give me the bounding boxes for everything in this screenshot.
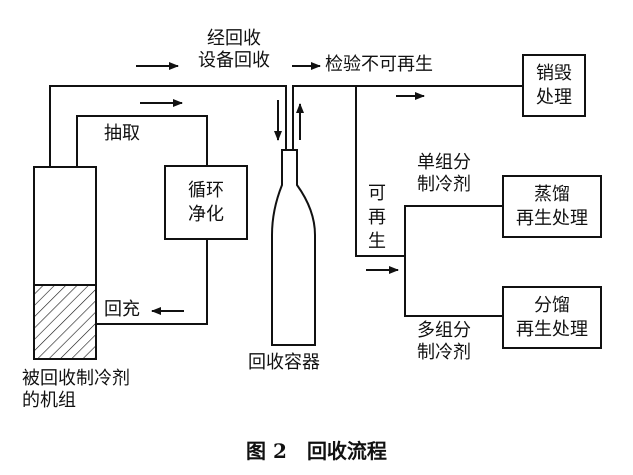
renewable-line [355,86,405,257]
distill-box: 蒸馏 再生处理 [502,175,602,238]
figure-number: 图 2 [246,439,287,463]
destroy-box: 销毁 处理 [522,54,586,117]
split-line [404,205,502,256]
multi-component-label: 多组分 制冷剂 [417,320,471,363]
extract-label: 抽取 [104,123,140,144]
fractionate-box: 分馏 再生处理 [502,286,602,349]
fractionate-label: 分馏 再生处理 [516,294,588,340]
recharge-label: 回充 [104,299,140,320]
inspection-not-renewable-label: 检验不可再生 [325,54,433,75]
unit-with-refrigerant-label: 被回收制冷剂 的机组 [22,368,130,411]
recovery-line [49,85,287,167]
destroy-label: 销毁 处理 [536,62,572,108]
split-line-lower [404,256,502,317]
recovery-container-label: 回收容器 [248,352,320,373]
recovery-container [271,149,316,346]
cycle-purify-label: 循环 净化 [188,179,224,225]
cycle-purify-box: 循环 净化 [164,165,248,240]
via-recovery-device-label: 经回收 设备回收 [198,28,270,71]
extract-line [76,115,208,167]
single-component-label: 单组分 制冷剂 [417,152,471,195]
figure-caption: 图 2 回收流程 [0,435,633,464]
unit-tank-liquid [33,284,97,360]
figure-title: 回收流程 [306,439,387,463]
container-outlet-line [292,85,522,150]
renewable-label: 可再生 [368,183,386,252]
recharge-line [96,240,208,325]
distill-label: 蒸馏 再生处理 [516,183,588,229]
